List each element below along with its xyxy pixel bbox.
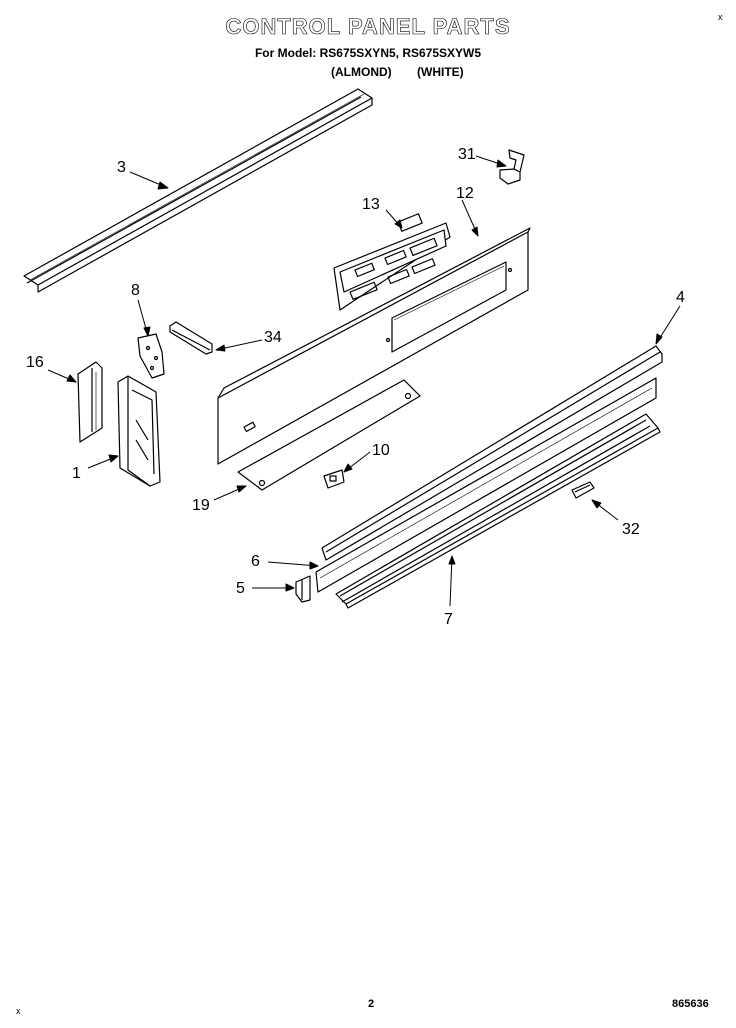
- part-19-shield: [237, 379, 421, 491]
- part-4-lower-trim: [321, 345, 663, 561]
- callout-31: 31: [458, 146, 476, 163]
- part-6-front-strip: [315, 377, 657, 593]
- part-1-end-cap: [117, 375, 161, 487]
- part-16-side-trim: [77, 361, 103, 443]
- variant-almond: (ALMOND): [331, 65, 392, 79]
- document-number: 865636: [672, 998, 709, 1010]
- callout-8: 8: [131, 282, 140, 299]
- part-5-end-piece: [295, 575, 311, 603]
- corner-mark-top: x: [718, 12, 723, 22]
- part-8-bracket: [137, 333, 165, 379]
- part-10-switch: [323, 469, 345, 489]
- variant-white: (WHITE): [417, 65, 464, 79]
- page-title: CONTROL PANEL PARTS: [225, 14, 511, 40]
- part-13-control-board: [333, 213, 451, 311]
- callout-32: 32: [622, 521, 640, 538]
- part-32-clip: [571, 481, 595, 499]
- page-number: 2: [368, 998, 375, 1010]
- callout-19: 19: [192, 497, 210, 514]
- part-3-top-trim: [23, 88, 373, 293]
- callout-16: 16: [26, 354, 44, 371]
- callout-4: 4: [676, 289, 685, 306]
- callout-10: 10: [372, 442, 390, 459]
- corner-mark-bottom: x: [16, 1006, 21, 1016]
- callout-12: 12: [456, 185, 474, 202]
- part-34-rod: [169, 321, 213, 355]
- callout-34: 34: [264, 329, 282, 346]
- callout-13: 13: [362, 196, 380, 213]
- part-7-channel: [335, 413, 661, 609]
- callout-5: 5: [236, 580, 245, 597]
- part-31-clip: [499, 149, 525, 185]
- model-numbers: For Model: RS675SXYN5, RS675SXYW5: [254, 46, 482, 60]
- part-12-control-panel: [217, 227, 531, 465]
- callout-3: 3: [117, 159, 126, 176]
- callout-1: 1: [72, 465, 81, 482]
- callout-6: 6: [251, 553, 260, 570]
- callout-7: 7: [444, 611, 453, 628]
- callout-leaders: [47, 155, 681, 607]
